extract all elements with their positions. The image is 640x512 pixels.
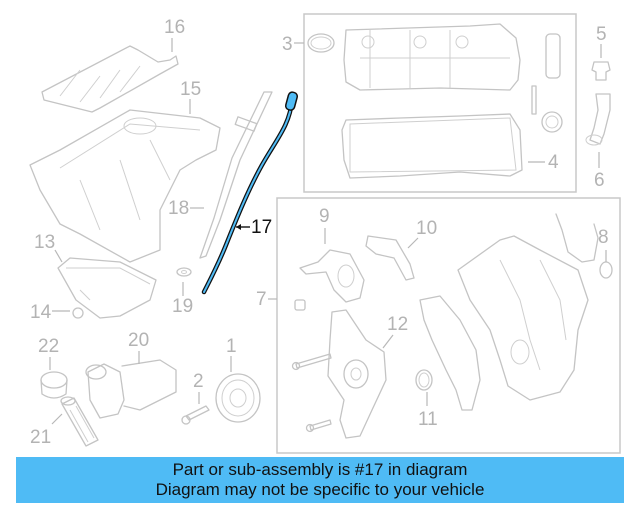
callout-2: 2 [193, 371, 204, 392]
callout-14: 14 [30, 302, 52, 323]
part-16-windage-tray[interactable] [41, 45, 179, 113]
callout-8: 8 [598, 227, 609, 248]
part-5-oil-filler-cap[interactable] [591, 61, 611, 81]
banner-line-disclaimer: Diagram may not be specific to your vehi… [155, 480, 485, 499]
part-pcv[interactable] [541, 111, 563, 133]
part-bolt-long[interactable] [291, 353, 332, 371]
callout-3: 3 [282, 34, 293, 55]
valve-cover-group-box [303, 13, 577, 193]
timing-cover-group-box [276, 197, 621, 454]
part-17-oil-dipstick[interactable] [201, 91, 299, 295]
callout-21: 21 [30, 427, 51, 448]
part-2-bolt[interactable] [181, 405, 210, 425]
callout-6: 6 [594, 170, 605, 191]
part-9-thermostat-housing[interactable] [299, 249, 365, 303]
part-19-washer[interactable] [176, 267, 192, 277]
callout-9: 9 [319, 206, 330, 227]
part-4-valve-cover-gasket[interactable] [341, 113, 523, 179]
callout-7: 7 [256, 289, 267, 310]
part-18-dipstick-tube[interactable] [199, 91, 273, 259]
callout-19: 19 [172, 296, 193, 317]
callout-13: 13 [34, 232, 55, 253]
part-14-drain-plug[interactable] [72, 307, 84, 319]
callout-15: 15 [180, 79, 201, 100]
callout-17: 17 [251, 217, 272, 238]
part-15-oil-pan-upper[interactable] [29, 109, 221, 263]
callout-12: 12 [387, 314, 408, 335]
part-3-oring[interactable] [307, 33, 335, 53]
part-timing-cover-gasket[interactable] [419, 295, 481, 411]
part-valve-cover[interactable] [343, 23, 521, 91]
diagram-notice-banner: Part or sub-assembly is #17 in diagram D… [16, 457, 624, 503]
callout-4: 4 [548, 152, 559, 173]
callout-1: 1 [226, 336, 237, 357]
callout-22: 22 [38, 336, 59, 357]
part-20-oil-filter-housing[interactable] [85, 359, 177, 419]
part-10-gasket[interactable] [365, 235, 415, 281]
banner-line-part-number: Part or sub-assembly is #17 in diagram [172, 460, 468, 479]
part-spark-tube[interactable] [545, 33, 561, 79]
part-13-oil-pan-lower[interactable] [57, 257, 157, 319]
callout-18: 18 [168, 198, 189, 219]
callout-10: 10 [416, 218, 437, 239]
callout-20: 20 [128, 330, 149, 351]
part-11-front-seal[interactable] [415, 369, 433, 391]
part-21-oil-filter[interactable] [60, 396, 99, 447]
callout-5: 5 [596, 24, 607, 45]
part-bolt-short[interactable] [305, 419, 332, 433]
callout-16: 16 [164, 17, 185, 38]
callout-11: 11 [418, 409, 438, 430]
part-12-water-pump[interactable] [327, 309, 387, 439]
part-6-oil-filler-tube[interactable] [585, 93, 611, 146]
part-22-oil-filter-cap[interactable] [40, 371, 68, 399]
part-plug[interactable] [294, 299, 306, 311]
part-timing-cover[interactable] [457, 235, 589, 401]
part-1-crankshaft-pulley[interactable] [215, 373, 261, 423]
part-stud[interactable] [531, 85, 537, 115]
